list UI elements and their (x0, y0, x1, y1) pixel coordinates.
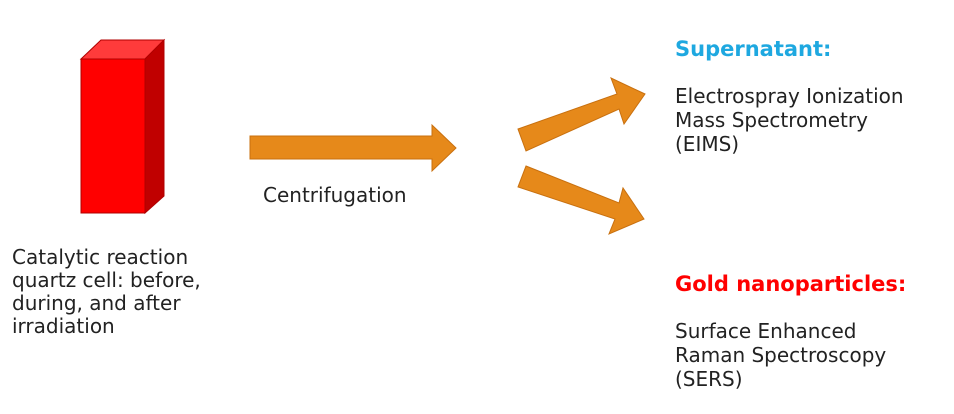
centrifugation-arrow (249, 123, 457, 173)
diagram-canvas (79, 38, 646, 235)
gold-nanoparticles-output: Gold nanoparticles: Surface Enhanced Ram… (675, 249, 954, 414)
quartz-cell-side (144, 38, 165, 215)
gold-nanoparticles-heading: Gold nanoparticles: (675, 272, 907, 296)
supernatant-output: Supernatant: Electrospray Ionization Mas… (675, 14, 954, 179)
supernatant-method: Electrospray Ionization Mass Spectrometr… (675, 84, 904, 156)
quartz-cell (79, 38, 166, 215)
quartz-cell-caption: Catalytic reaction quartz cell: before, … (12, 245, 201, 338)
supernatant-arrow (517, 77, 646, 152)
gold-nanoparticles-method: Surface Enhanced Raman Spectroscopy (SER… (675, 319, 887, 391)
quartz-cell-front (80, 58, 146, 214)
gold-nanoparticles-arrow (517, 165, 645, 235)
supernatant-heading: Supernatant: (675, 37, 832, 61)
centrifugation-label: Centrifugation (263, 183, 407, 207)
